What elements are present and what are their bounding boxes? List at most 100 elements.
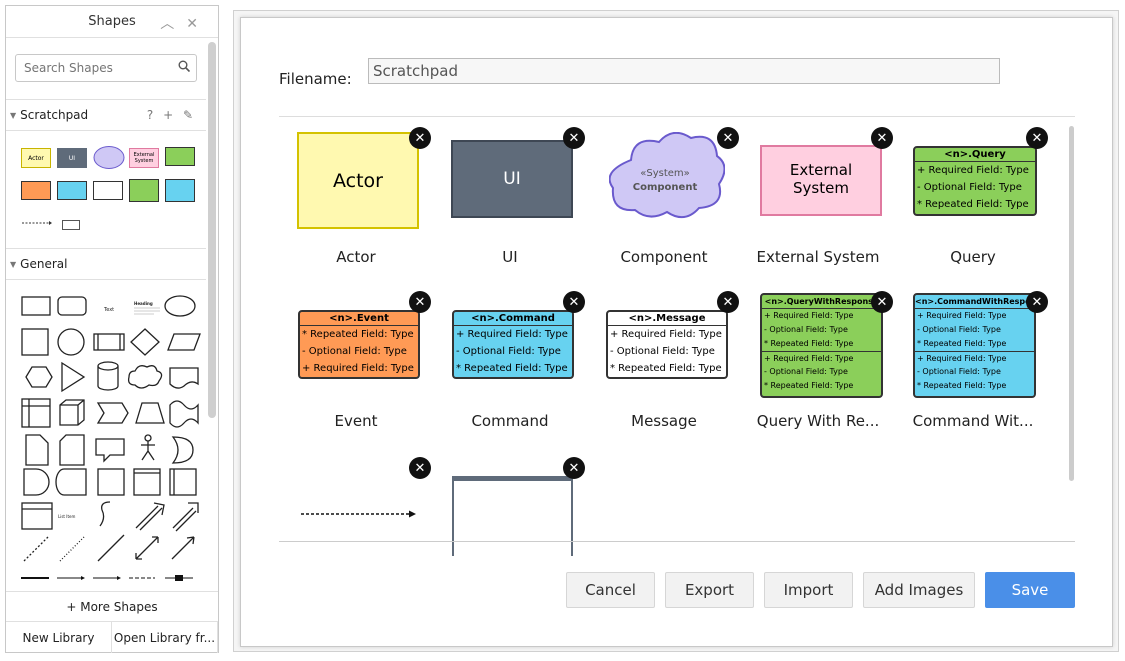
panel-scrollbar[interactable] [208, 42, 216, 418]
field-row: * Repeated Field: Type [917, 339, 1007, 348]
import-button[interactable]: Import [764, 572, 853, 608]
vertical-container-shape [169, 468, 197, 496]
delete-icon[interactable]: ✕ [871, 291, 893, 313]
item-label[interactable]: Message [631, 412, 697, 430]
note-shape [25, 434, 49, 466]
thumb-event[interactable] [21, 181, 51, 200]
section-scratchpad[interactable]: ▼ Scratchpad ? + ✎ [6, 99, 206, 131]
item-label[interactable]: Actor [336, 248, 376, 266]
shape-ui[interactable]: UI [451, 140, 573, 218]
field-row: - Optional Field: Type [917, 325, 1001, 334]
shape-container[interactable] [452, 476, 573, 556]
panel-controls: ︿✕ [160, 13, 210, 33]
shape-event[interactable]: <n>.Event * Repeated Field: Type - Optio… [298, 310, 420, 379]
heading-shape: Heading [134, 301, 153, 306]
item-label[interactable]: Query With Re... [756, 412, 880, 430]
delete-icon[interactable]: ✕ [409, 457, 431, 479]
shape-command-with-response[interactable]: <n>.CommandWithResponse + Required Field… [913, 293, 1036, 398]
grid-scrollbar[interactable] [1069, 126, 1074, 481]
list-item-shape: List Item [58, 514, 75, 519]
filename-input[interactable] [368, 58, 1000, 84]
divider [279, 541, 1075, 542]
external-line-2: System [793, 179, 849, 197]
cancel-button[interactable]: Cancel [566, 572, 655, 608]
field-row: * Repeated Field: Type [917, 199, 1029, 210]
new-library-button[interactable]: New Library [6, 622, 112, 653]
shape-command[interactable]: <n>.Command + Required Field: Type - Opt… [452, 310, 574, 379]
container-shape [97, 468, 125, 496]
shape-component[interactable] [609, 132, 725, 224]
section-general[interactable]: ▼ General [6, 248, 206, 280]
item-label[interactable]: Query [950, 248, 996, 266]
delete-icon[interactable]: ✕ [409, 127, 431, 149]
arrow-shape [172, 502, 199, 532]
command-header: <n>.Command [454, 312, 572, 326]
delete-icon[interactable]: ✕ [1026, 127, 1048, 149]
add-images-button[interactable]: Add Images [863, 572, 975, 608]
external-line-1: External [789, 161, 853, 179]
field-row: - Optional Field: Type [917, 182, 1022, 193]
delete-icon[interactable]: ✕ [871, 127, 893, 149]
item-label[interactable]: Command Wit... [912, 412, 1034, 430]
curve-shape [99, 501, 111, 527]
shape-message[interactable]: <n>.Message + Required Field: Type - Opt… [606, 310, 728, 379]
event-header: <n>.Event [300, 312, 418, 326]
open-library-button[interactable]: Open Library fr... [112, 622, 218, 653]
general-shapes-grid[interactable]: Text Heading List Item [18, 291, 208, 581]
component-name: Component [632, 181, 698, 193]
cube-shape [59, 399, 85, 426]
field-row: * Repeated Field: Type [456, 363, 568, 374]
thumb-message[interactable] [93, 181, 123, 200]
delete-icon[interactable]: ✕ [717, 127, 739, 149]
field-row: + Required Field: Type [915, 351, 1034, 365]
item-label[interactable]: External System [756, 248, 880, 266]
thumb-component[interactable] [93, 145, 125, 170]
delete-icon[interactable]: ✕ [717, 291, 739, 313]
filename-label: Filename: [279, 70, 352, 88]
shape-actor[interactable]: Actor [297, 132, 419, 229]
bidirectional-arrow-shape [135, 502, 165, 531]
thumb-query-with-response[interactable] [129, 179, 159, 202]
query-header: <n>.Query [915, 148, 1035, 162]
divider [279, 116, 1075, 117]
item-label[interactable]: UI [502, 248, 518, 266]
callout-shape [95, 438, 125, 463]
shape-query[interactable]: <n>.Query + Required Field: Type - Optio… [913, 146, 1037, 216]
item-label[interactable]: Component [620, 248, 708, 266]
thumb-ui[interactable]: UI [57, 148, 87, 168]
shapes-panel-title: Shapes [88, 14, 136, 29]
thumb-actor[interactable]: Actor [21, 148, 51, 168]
save-button[interactable]: Save [985, 572, 1075, 608]
thumb-dashed-arrow[interactable] [21, 218, 53, 228]
thumb-command[interactable] [57, 181, 87, 200]
diamond-shape [130, 328, 160, 356]
shape-dashed-arrow[interactable] [299, 509, 419, 519]
search-input[interactable] [15, 54, 197, 82]
triangle-shape [61, 361, 86, 393]
collapse-icon[interactable]: ︿ [160, 16, 187, 32]
delete-icon[interactable]: ✕ [563, 127, 585, 149]
field-row: * Repeated Field: Type [764, 381, 854, 390]
thumb-external-system[interactable]: External System [129, 148, 159, 168]
square-shape [21, 328, 49, 356]
thumb-container[interactable] [62, 220, 80, 230]
more-shapes-button[interactable]: + More Shapes [6, 591, 218, 621]
search-icon[interactable] [178, 60, 190, 72]
field-row: + Required Field: Type [917, 311, 1007, 320]
delete-icon[interactable]: ✕ [563, 457, 585, 479]
delete-icon[interactable]: ✕ [409, 291, 431, 313]
delete-icon[interactable]: ✕ [563, 291, 585, 313]
connector-row[interactable] [21, 573, 196, 583]
delete-icon[interactable]: ✕ [1026, 291, 1048, 313]
export-button[interactable]: Export [665, 572, 754, 608]
scratchpad-tools[interactable]: ? + ✎ [146, 108, 196, 122]
stored-data-shape [55, 468, 87, 496]
shape-query-with-response[interactable]: <n>.QueryWithResponse + Required Field: … [760, 293, 883, 398]
item-label[interactable]: Event [334, 412, 378, 430]
shape-external-system[interactable]: External System [760, 145, 882, 216]
item-label[interactable]: Command [471, 412, 549, 430]
thumb-command-with-response[interactable] [165, 179, 195, 202]
shapes-panel: Shapes ︿✕ ▼ Scratchpad ? + ✎ Actor UI Ex… [5, 5, 219, 653]
thumb-query[interactable] [165, 147, 195, 166]
close-icon[interactable]: ✕ [186, 16, 210, 32]
